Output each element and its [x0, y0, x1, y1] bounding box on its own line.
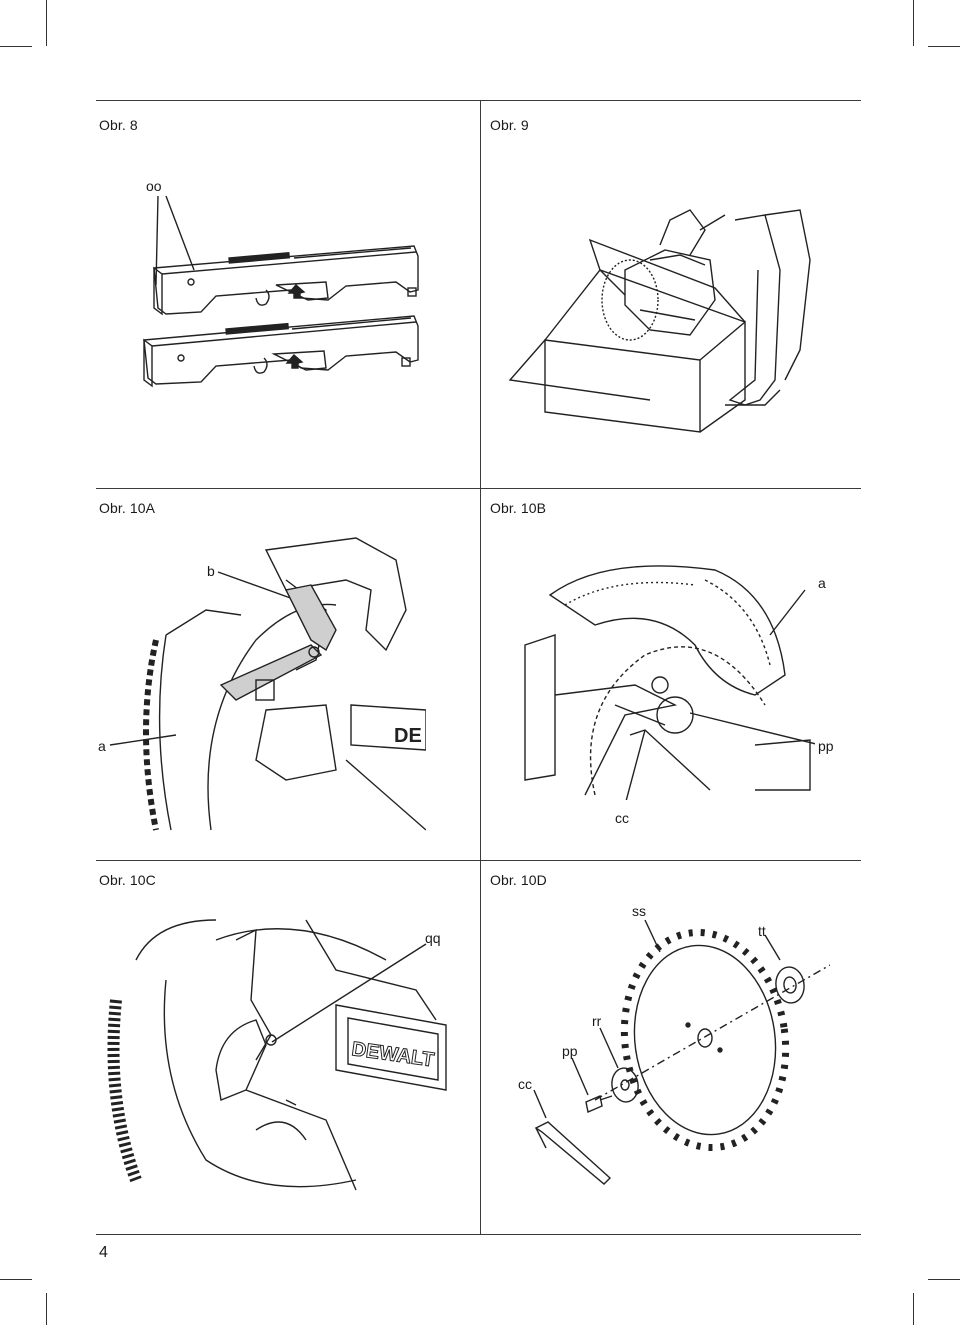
- crop-mark: [928, 1279, 960, 1280]
- label-rr: rr: [592, 1013, 602, 1029]
- crop-mark: [0, 1279, 32, 1280]
- label-b: b: [207, 563, 215, 579]
- fig8-caption: Obr. 8: [99, 117, 138, 133]
- label-a: a: [98, 738, 106, 754]
- grid-rule: [96, 1234, 861, 1235]
- label-cc: cc: [518, 1076, 532, 1092]
- fig10a-caption: Obr. 10A: [99, 500, 156, 516]
- spindle-lock-illustration: DEWALT: [96, 900, 476, 1200]
- blade-bolt-illustration: [515, 565, 815, 800]
- grid-divider: [480, 100, 481, 1234]
- unboxing-illustration: [500, 200, 860, 440]
- extension-rails-illustration: [96, 190, 476, 390]
- label-pp: pp: [818, 738, 834, 754]
- label-tt: tt: [758, 923, 766, 939]
- label-qq: qq: [425, 930, 441, 946]
- label-pp: pp: [562, 1043, 578, 1059]
- crop-mark: [46, 1293, 47, 1325]
- fig10b-caption: Obr. 10B: [490, 500, 547, 516]
- crop-mark: [913, 1293, 914, 1325]
- crop-mark: [913, 0, 914, 46]
- grid-rule: [96, 860, 861, 861]
- grid-rule: [96, 100, 861, 101]
- crop-mark: [0, 46, 32, 47]
- label-oo: oo: [146, 178, 162, 194]
- crop-mark: [928, 46, 960, 47]
- page-number: 4: [99, 1244, 108, 1261]
- grid-rule: [96, 488, 861, 489]
- fig9-caption: Obr. 9: [490, 117, 529, 133]
- fig10d-caption: Obr. 10D: [490, 872, 547, 888]
- svg-text:DE: DE: [394, 725, 422, 747]
- crop-mark: [46, 0, 47, 46]
- label-a: a: [818, 575, 826, 591]
- label-ss: ss: [632, 903, 646, 919]
- blade-assembly-illustration: [500, 900, 830, 1200]
- blade-guard-illustration: DE: [96, 530, 426, 835]
- fig10c-caption: Obr. 10C: [99, 872, 156, 888]
- label-cc: cc: [615, 810, 629, 826]
